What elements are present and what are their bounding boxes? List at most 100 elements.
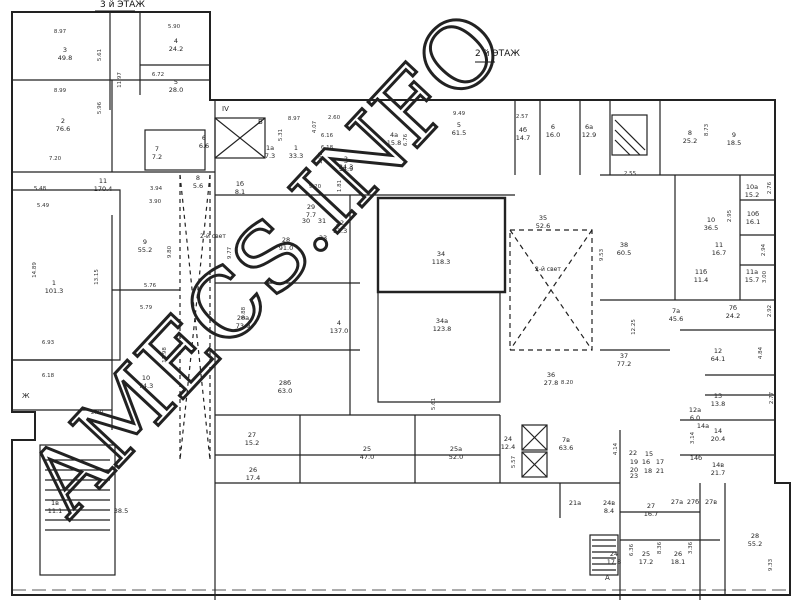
room-number: 1: [294, 144, 298, 152]
room-number: 34а: [436, 317, 448, 325]
room-area: 25.2: [683, 137, 697, 145]
room-number: 3: [344, 157, 348, 165]
dimension-label: 6.18: [42, 373, 55, 379]
dimension-label: 6.76: [403, 133, 409, 146]
room-number: 7: [155, 145, 159, 153]
room-number: 12: [714, 347, 722, 355]
floor-plan-walls: [11, 11, 791, 600]
room-area: 14.9: [339, 165, 353, 173]
dimension-label: 14.89: [32, 262, 38, 278]
room-number: 32: [336, 219, 344, 227]
dimension-label: 8.20: [561, 380, 574, 386]
room-area: 15.8: [387, 139, 401, 147]
dimension-label: 8.99: [54, 88, 67, 94]
room-number: 27а: [671, 498, 683, 506]
dimension-label: 9.33: [768, 558, 774, 571]
room-number: 14в: [712, 461, 724, 469]
room-area: 12.9: [582, 131, 596, 139]
dimension-label: 5.48: [34, 186, 47, 192]
room-number: 24: [610, 550, 618, 558]
room-area: 52.6: [536, 222, 550, 230]
dimension-label: 5.79: [140, 305, 153, 311]
room-number: 1в: [51, 499, 59, 507]
header-labels: 3 й ЭТАЖ 2 й ЭТАЖ: [95, 0, 520, 63]
dimension-label: 4.84: [758, 346, 764, 359]
room-number: 14б: [690, 454, 702, 462]
room-area: 21.7: [711, 469, 725, 477]
room-number: 26: [249, 466, 257, 474]
dimension-label: 2.94: [761, 243, 767, 256]
room-number: 21: [656, 467, 664, 475]
room-area: 24.2: [169, 45, 183, 53]
room-number: 7а: [672, 307, 680, 315]
dimension-label: 2.76: [767, 181, 773, 194]
room-number: 11: [715, 241, 723, 249]
room-area: 36.5: [704, 224, 718, 232]
dimension-label: 5.31: [278, 129, 284, 141]
room-number: 1б: [236, 180, 244, 188]
room-number: 11б: [695, 268, 707, 276]
room-number: 2: [344, 155, 348, 163]
dimension-label: 3.36: [688, 541, 694, 554]
dimension-label: 9.80: [167, 245, 173, 258]
dimension-label: 3.90: [149, 199, 162, 205]
room-area: 11.3: [333, 227, 347, 235]
dimension-label: 8.97: [54, 29, 67, 35]
room-area: 63.0: [278, 387, 292, 395]
room-area: 8.1: [235, 188, 245, 196]
room-number: 37: [620, 352, 628, 360]
room-area: 15.7: [745, 276, 759, 284]
room-area: 63.6: [559, 444, 573, 452]
room-number: 3: [63, 46, 67, 54]
room-number: 2: [61, 117, 65, 125]
room-area: 14.7: [516, 134, 530, 142]
room-area: 7.2: [152, 153, 162, 161]
room-number: 7б: [729, 304, 737, 312]
room-number: 33: [319, 234, 327, 242]
room-number: 5: [457, 121, 461, 129]
room-number: 25: [363, 445, 371, 453]
room-area: 52.0: [449, 453, 463, 461]
room-area: 76.6: [56, 125, 70, 133]
room-number: 21а: [569, 499, 581, 507]
room-area: 47.0: [360, 453, 374, 461]
dimension-label: 9.53: [599, 248, 605, 261]
room-number: 10а: [746, 183, 758, 191]
room-area: 16.7: [712, 249, 726, 257]
dimension-label: 8.97: [288, 116, 301, 122]
dimension-label: 2.55: [624, 171, 637, 177]
room-area: 45.6: [669, 315, 683, 323]
dimension-label: 4.14: [613, 442, 619, 455]
room-area: 11.4: [694, 276, 708, 284]
dimension-label: 5.90: [168, 24, 181, 30]
dimension-label: 5.61: [97, 49, 103, 61]
room-area: 49.8: [58, 54, 72, 62]
room-number: 4б: [519, 126, 527, 134]
floor-2-label: 2 й ЭТАЖ: [475, 49, 520, 59]
dimension-label: 1.92: [318, 152, 324, 164]
dimension-label: 13.15: [94, 269, 100, 285]
room-number: 10: [142, 374, 150, 382]
dimension-label: 2.57: [516, 114, 529, 120]
room-number: 26: [674, 550, 682, 558]
room-number: 14а: [697, 422, 709, 430]
room-area: 16.1: [746, 218, 760, 226]
room-area: 118.3: [432, 258, 451, 266]
dimension-label: 5.76: [144, 283, 157, 289]
marker-zh: Ж: [22, 392, 30, 400]
dimension-label: 5.88: [241, 306, 247, 319]
room-area: 8.4: [604, 507, 614, 515]
room-number: 22: [629, 449, 637, 457]
void-label: 2-й свет: [535, 266, 561, 273]
room-number: 9: [732, 131, 736, 139]
room-area: 7.3: [265, 152, 275, 160]
room-number: 28: [282, 236, 290, 244]
room-number: 4: [174, 37, 178, 45]
room-number: 29: [307, 203, 315, 211]
room-number: 6а: [585, 123, 593, 131]
dimension-label: 5.49: [37, 203, 50, 209]
room-area: 55.2: [748, 540, 762, 548]
room-number: 1: [52, 279, 56, 287]
dimension-label: 7.20: [49, 156, 62, 162]
